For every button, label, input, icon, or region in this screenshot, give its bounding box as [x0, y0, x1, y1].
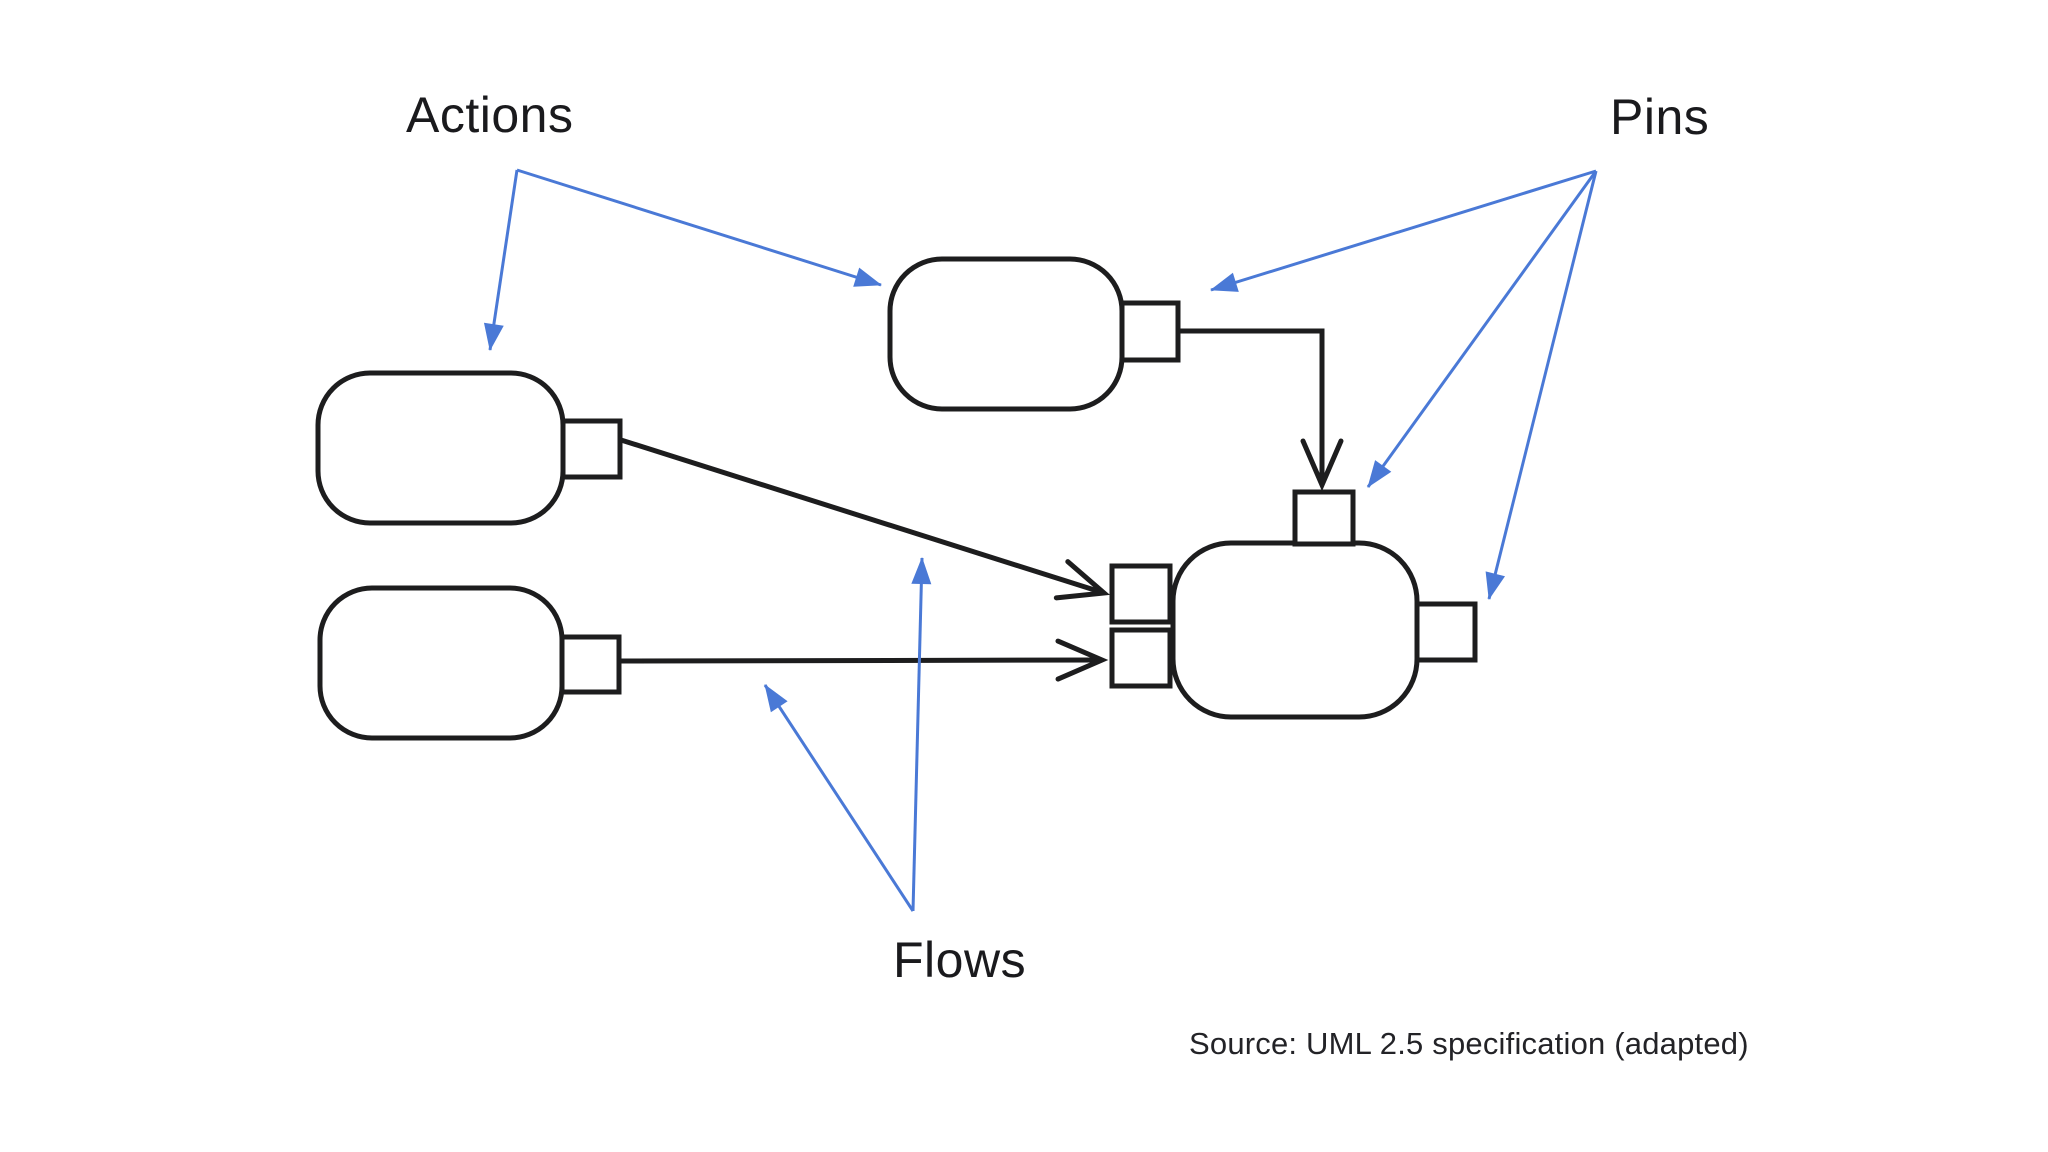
pins-group	[559, 300, 1478, 695]
flows-callout-arrow-diagonal	[911, 557, 932, 912]
callout-arrows-group	[483, 168, 1598, 912]
flows-label: Flows	[893, 932, 1027, 988]
action-node-left-bottom	[317, 585, 565, 741]
action-node-left-top	[315, 370, 566, 526]
pin-left-bottom-action-output	[559, 634, 622, 695]
pin-main-action-right-output	[1414, 601, 1478, 663]
flows-group	[618, 328, 1344, 682]
action-node-top-center	[887, 256, 1125, 412]
actions-label: Actions	[406, 87, 574, 143]
pin-main-action-left-input-2	[1109, 627, 1173, 689]
action-node-main	[1170, 540, 1420, 720]
flow-diagonal	[620, 437, 1111, 601]
source-attribution: Source: UML 2.5 specification (adapted)	[1189, 1026, 1749, 1061]
pin-main-action-top-input	[1292, 489, 1356, 547]
flow-elbow-top	[1178, 328, 1344, 492]
pins-label: Pins	[1610, 89, 1710, 145]
flows-callout-arrow-straight	[763, 684, 915, 912]
pin-main-action-left-input-1	[1109, 563, 1173, 625]
flow-straight	[618, 638, 1109, 682]
pins-callout-arrow-main-right-pin	[1485, 170, 1598, 600]
actions-callout-arrow-right	[516, 168, 882, 287]
pin-left-top-action-output	[560, 418, 623, 480]
pin-top-center-action-output	[1119, 300, 1181, 363]
pins-callout-arrow-main-top-pin	[1366, 170, 1598, 488]
pins-callout-arrow-top-pin	[1210, 169, 1597, 292]
actions-callout-arrow-left	[483, 169, 519, 351]
